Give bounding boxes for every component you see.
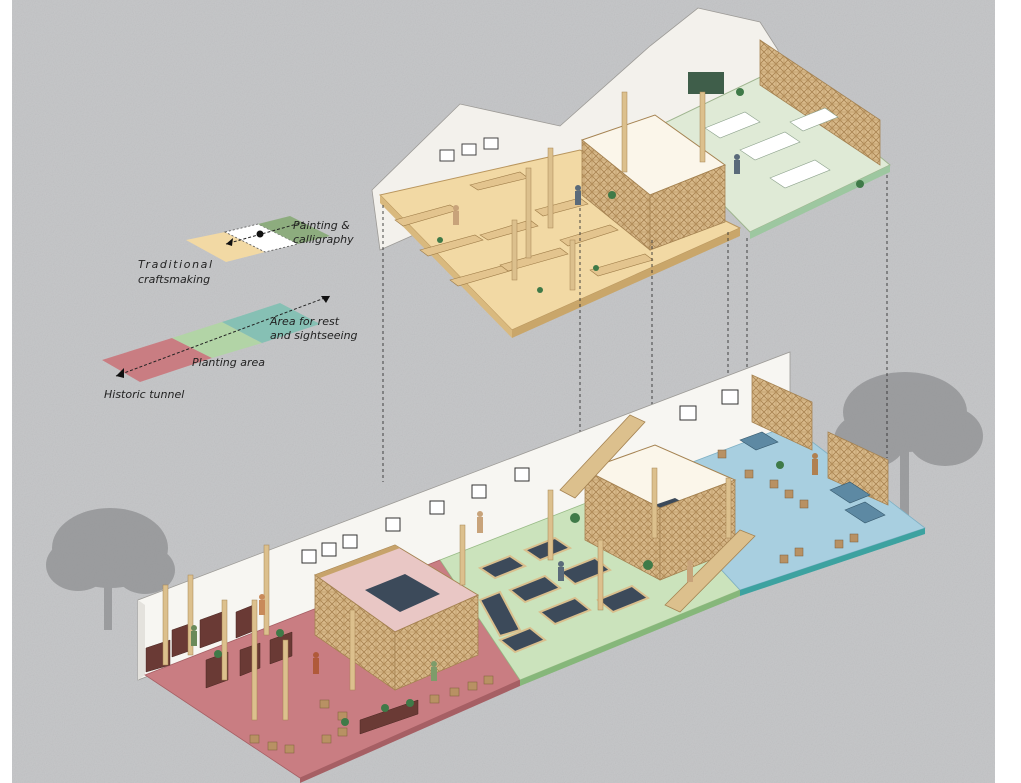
upper-columns	[511, 91, 706, 291]
upper-lattice-screen	[759, 39, 881, 166]
upper-frames	[439, 137, 499, 162]
stair-right	[664, 529, 756, 613]
plants	[214, 88, 864, 726]
legend-tunnel-swatch	[102, 338, 212, 382]
stair-left	[559, 414, 646, 499]
chalkboard	[688, 72, 724, 94]
legend-node	[256, 230, 264, 238]
legend-planting-label: Planting area	[192, 356, 265, 369]
legend-painting-label-2: calligraphy	[293, 233, 354, 246]
rest-chairs	[717, 449, 859, 564]
right-margin	[995, 0, 1021, 783]
lower-pavilion-center	[559, 414, 756, 613]
legend-rest-swatch	[222, 303, 320, 343]
lower-frames	[301, 389, 739, 564]
legend-rest-label-1: Area for rest	[269, 315, 340, 328]
legend-planting-swatch	[172, 322, 262, 358]
lower-screen-back	[751, 374, 813, 451]
legend-traditional-label-1: Traditional	[138, 258, 214, 271]
legend-tunnel-label: Historic tunnel	[104, 388, 184, 401]
upper-painting-tables	[704, 107, 839, 189]
tree-right	[834, 372, 983, 533]
lower-columns	[162, 467, 732, 721]
tunnel-seating	[249, 675, 494, 754]
legend-midlink-swatch	[223, 223, 300, 253]
rest-tables	[739, 431, 886, 524]
legend-painting-swatch	[258, 216, 330, 244]
planting-beds	[477, 536, 651, 654]
tree-left	[46, 508, 175, 630]
upper-floor	[371, 7, 891, 338]
legend-rest-label-2: and sightseeing	[270, 329, 358, 342]
legend-craft-swatch	[186, 232, 265, 262]
lower-floor	[137, 88, 926, 783]
lower-screen-right	[827, 431, 889, 506]
people	[191, 154, 818, 681]
legend-painting-label-1: Painting &	[293, 219, 350, 232]
legend: Painting & calligraphy Traditional craft…	[102, 216, 358, 401]
left-margin	[0, 0, 12, 783]
legend-traditional-label-2: craftsmaking	[138, 273, 210, 286]
